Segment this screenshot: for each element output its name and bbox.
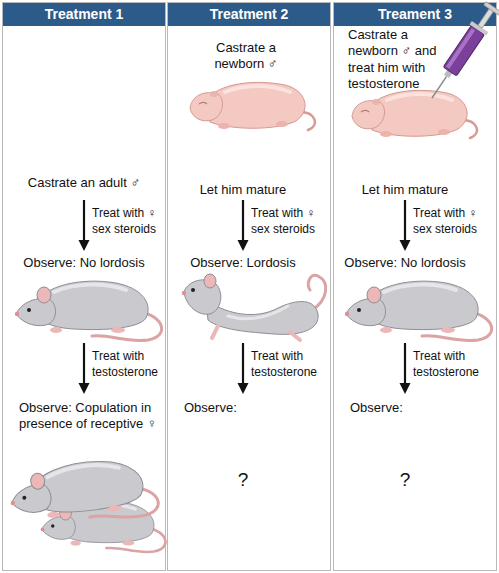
process-arrow xyxy=(79,200,90,251)
step-node: Observe:? xyxy=(334,396,476,546)
step-node: Observe: No lordosis xyxy=(3,253,165,341)
syringe xyxy=(424,1,499,103)
rat-lordosis xyxy=(182,274,326,340)
arrow-shaft xyxy=(404,200,406,243)
treatment-panel: Treament 3Castrate a newborn ♂ and treat… xyxy=(333,2,497,571)
step-text: Observe: Lordosis xyxy=(168,255,318,271)
step-node: Observe: No lordosis xyxy=(334,253,476,341)
step-node: Castrate an adult ♂ xyxy=(3,173,165,198)
step-text: Observe: xyxy=(350,400,490,416)
rat-no-lordosis xyxy=(345,281,492,340)
step-text: Observe: xyxy=(184,400,324,416)
arrow-shaft xyxy=(83,200,85,243)
step-text: Castrate an adult ♂ xyxy=(3,175,165,191)
panel-header: Treatment 2 xyxy=(168,3,330,26)
process-arrow xyxy=(400,343,411,394)
arrow-shaft xyxy=(404,343,406,386)
arrow-head xyxy=(400,240,411,251)
copulating-rats xyxy=(7,455,165,552)
step-text: Observe: Copulation in presence of recep… xyxy=(19,400,159,433)
step-node: Castrate a newborn ♂ and treat him with … xyxy=(334,25,476,198)
newborn-rat xyxy=(190,82,315,130)
unknown-result: ? xyxy=(334,468,476,492)
treatment-panel: Treatment 1 Castrate an adult ♂ Observe: N… xyxy=(2,2,166,571)
step-text: Let him mature xyxy=(168,182,318,198)
arrow-shaft xyxy=(83,343,85,386)
step-text: Let him mature xyxy=(334,182,476,198)
process-arrow xyxy=(238,200,249,251)
step-node: Castrate a newborn ♂ Let him mature xyxy=(168,38,318,198)
step-text: Castrate a newborn ♂ xyxy=(200,40,292,73)
arrow-shaft xyxy=(242,200,244,243)
panel-header: Treatment 1 xyxy=(3,3,165,26)
rat-no-lordosis xyxy=(15,281,162,340)
panel-header: Treament 3 xyxy=(334,3,496,26)
step-node: Observe:? xyxy=(168,396,318,546)
arrow-head xyxy=(400,383,411,394)
arrow-head xyxy=(238,383,249,394)
step-text: Observe: No lordosis xyxy=(334,255,476,271)
step-text: Observe: No lordosis xyxy=(3,255,165,271)
step-node: Observe: Lordosis xyxy=(168,253,318,341)
step-text: Castrate a newborn ♂ and treat him with … xyxy=(348,27,448,92)
newborn-rat xyxy=(352,90,477,138)
step-node: Observe: Copulation in presence of recep… xyxy=(3,396,165,568)
arrow-head xyxy=(79,383,90,394)
arrow-head xyxy=(238,240,249,251)
treatment-panel: Treatment 2 Castrate a newborn ♂ Let him m… xyxy=(167,2,331,571)
arrow-head xyxy=(79,240,90,251)
arrow-shaft xyxy=(242,343,244,386)
process-arrow xyxy=(238,343,249,394)
process-arrow xyxy=(79,343,90,394)
process-arrow xyxy=(400,200,411,251)
unknown-result: ? xyxy=(168,468,318,492)
